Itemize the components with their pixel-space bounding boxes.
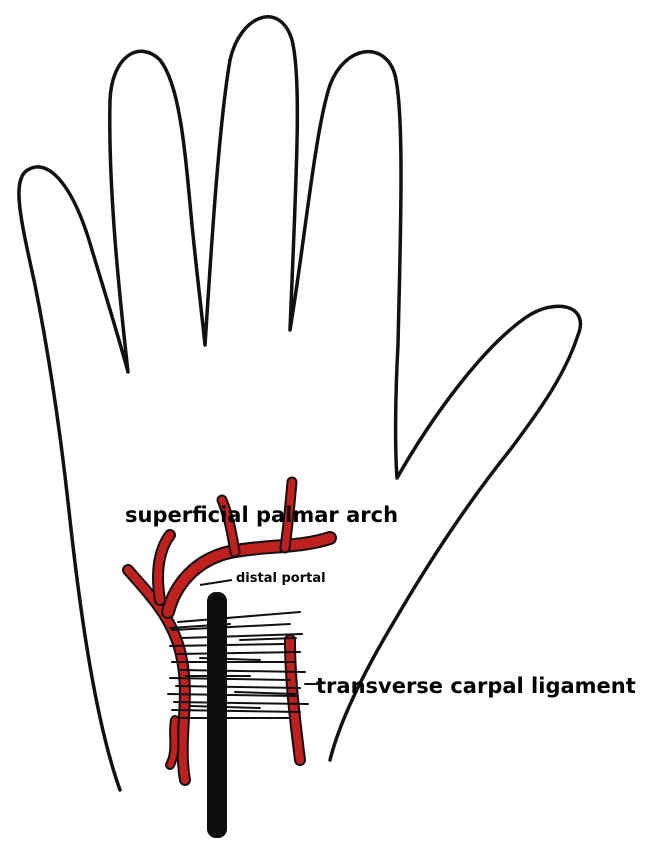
- label-superficial-palmar-arch: superficial palmar arch: [125, 505, 398, 526]
- instrument-cannula: [207, 592, 227, 838]
- distal-portal-leader: [200, 580, 232, 585]
- label-distal-portal: distal portal: [236, 572, 326, 585]
- label-transverse-carpal-ligament: transverse carpal ligament: [316, 676, 636, 697]
